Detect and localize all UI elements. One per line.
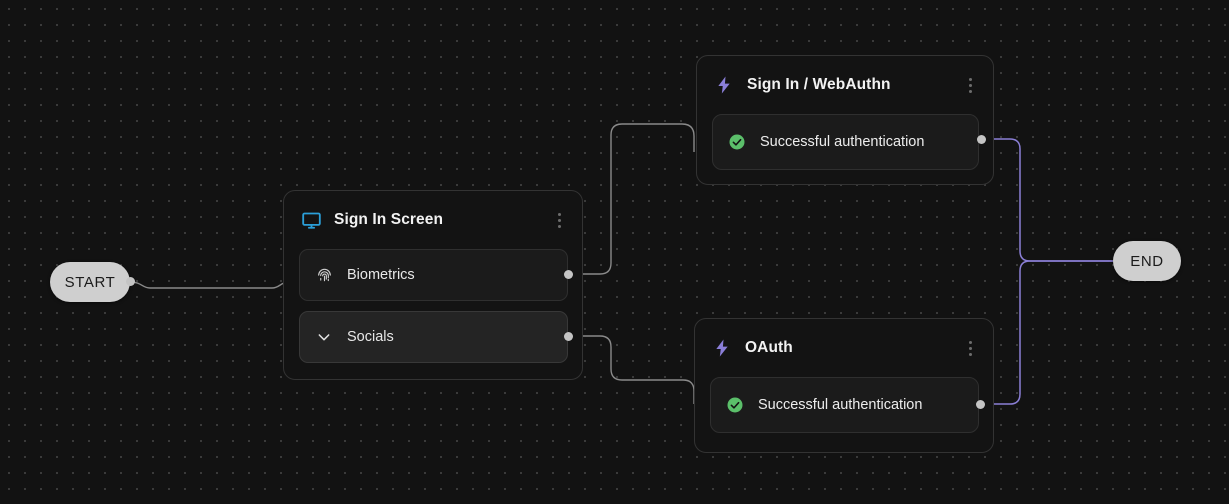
- node-body: Successful authentication: [697, 114, 993, 170]
- node-body: Biometrics Socials: [284, 249, 582, 363]
- node-header: Sign In / WebAuthn: [697, 56, 993, 114]
- row-socials[interactable]: Socials: [299, 311, 568, 363]
- oauth-output-port[interactable]: [976, 400, 985, 409]
- node-oauth[interactable]: OAuth Successful authentication: [694, 318, 994, 453]
- edge-oauth-to-end: [980, 260, 1113, 405]
- start-output-port[interactable]: [126, 277, 135, 286]
- start-node-label: START: [64, 273, 116, 291]
- chevron-down-icon: [314, 327, 334, 347]
- node-title: Sign In / WebAuthn: [747, 76, 891, 93]
- row-label: Successful authentication: [760, 134, 925, 150]
- end-node[interactable]: END: [1113, 241, 1181, 281]
- check-circle-icon: [727, 132, 747, 152]
- node-sign-in-screen[interactable]: Sign In Screen Biometrics: [283, 190, 583, 380]
- fingerprint-icon: [314, 265, 334, 285]
- check-circle-icon: [725, 395, 745, 415]
- lightning-bolt-icon: [711, 337, 733, 359]
- row-label: Biometrics: [347, 267, 415, 283]
- end-node-label: END: [1130, 252, 1164, 270]
- edge-biometrics-to-webauthn: [568, 123, 695, 275]
- lightning-bolt-icon: [713, 74, 735, 96]
- node-title: Sign In Screen: [334, 211, 444, 228]
- kebab-menu-icon[interactable]: [550, 209, 568, 231]
- monitor-icon: [300, 209, 322, 231]
- node-title: OAuth: [745, 339, 793, 356]
- node-sign-in-webauthn[interactable]: Sign In / WebAuthn Successful authentica…: [696, 55, 994, 185]
- node-header: OAuth: [695, 319, 993, 377]
- edge-start-to-signin: [129, 281, 291, 289]
- kebab-menu-icon[interactable]: [961, 337, 979, 359]
- edge-socials-to-oauth: [568, 335, 695, 404]
- node-header: Sign In Screen: [284, 191, 582, 249]
- node-body: Successful authentication: [695, 377, 993, 433]
- edge-webauthn-to-end: [982, 138, 1113, 262]
- row-biometrics[interactable]: Biometrics: [299, 249, 568, 301]
- biometrics-output-port[interactable]: [564, 270, 573, 279]
- start-node[interactable]: START: [50, 262, 130, 302]
- kebab-menu-icon[interactable]: [961, 74, 979, 96]
- row-label: Successful authentication: [758, 397, 923, 413]
- row-label: Socials: [347, 329, 394, 345]
- socials-output-port[interactable]: [564, 332, 573, 341]
- row-successful-authentication[interactable]: Successful authentication: [710, 377, 979, 433]
- row-successful-authentication[interactable]: Successful authentication: [712, 114, 979, 170]
- webauthn-output-port[interactable]: [977, 135, 986, 144]
